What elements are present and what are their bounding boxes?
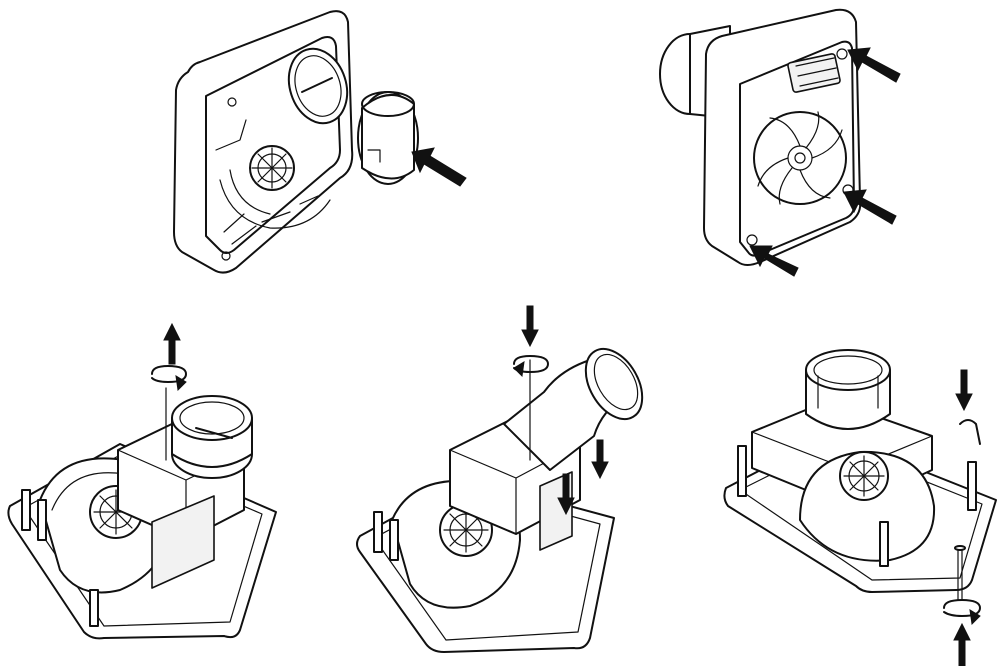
- push-arrow-icon: [843, 189, 897, 225]
- rotate-icon: [513, 355, 549, 378]
- down-arrow-icon: [591, 439, 609, 480]
- push-arrow-icon: [847, 47, 901, 83]
- housing-body: [173, 10, 354, 274]
- up-arrow-icon: [953, 622, 971, 666]
- clip: [959, 419, 981, 445]
- panel-4-elbow-fitting: [356, 305, 644, 653]
- push-arrow-icon: [411, 147, 467, 187]
- scroll-housing: [799, 450, 936, 562]
- down-arrow-icon: [521, 305, 539, 348]
- rotate-icon: [943, 599, 981, 626]
- down-arrow-icon: [557, 473, 575, 516]
- panel-5-screw-fixing: [723, 349, 997, 666]
- down-arrow-icon: [955, 369, 973, 412]
- impeller: [753, 111, 847, 205]
- panel-1-housing-front: [173, 10, 467, 274]
- rotate-icon: [151, 365, 187, 392]
- panel-2-housing-rear: [659, 8, 901, 277]
- screw: [957, 547, 963, 601]
- up-arrow-icon: [163, 322, 181, 365]
- push-arrow-icon: [749, 245, 799, 277]
- panel-3-spigot-removal: [7, 322, 277, 640]
